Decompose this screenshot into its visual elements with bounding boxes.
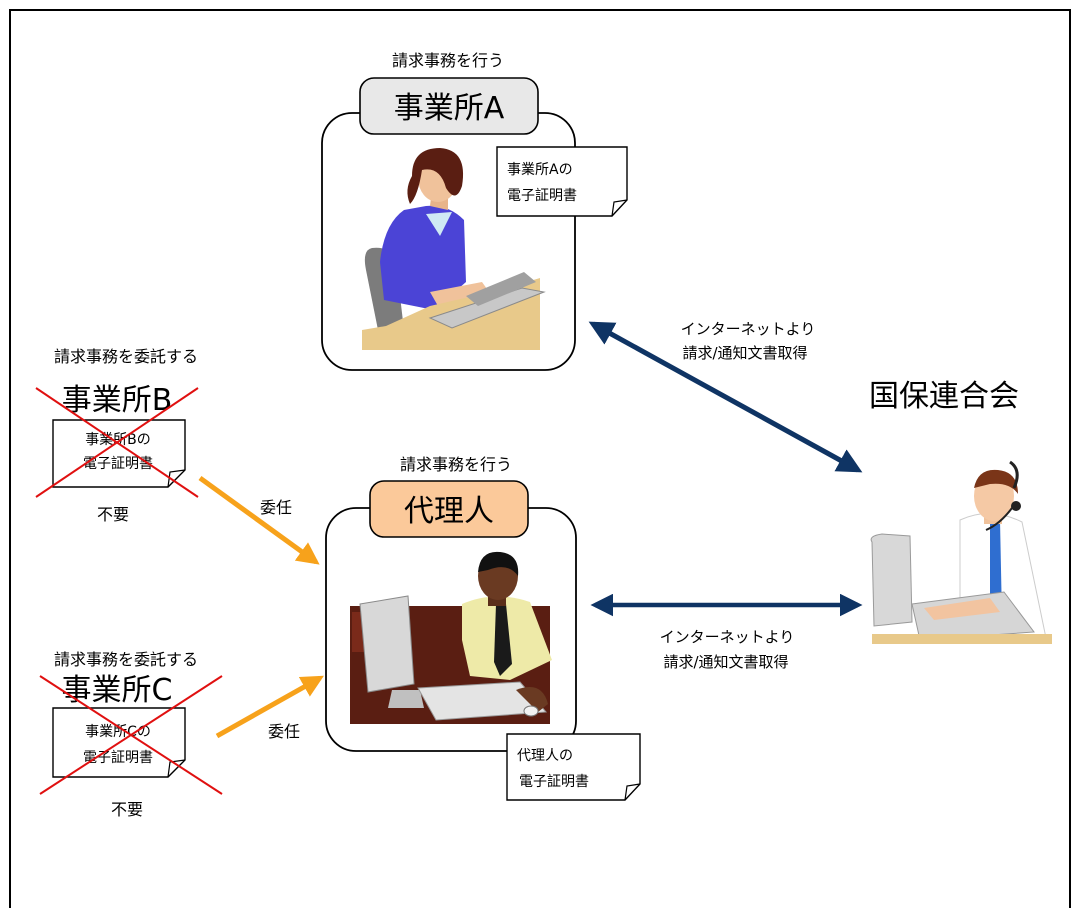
agent-certificate: 代理人の 電子証明書 [506,733,641,801]
office-c-unneeded: 不要 [111,800,143,819]
agent-cert-line1: 代理人の [517,748,573,764]
helpdesk-operator-icon [870,460,1052,644]
office-b-cert-line2: 電子証明書 [83,456,153,472]
delegate-b-arrow [198,475,320,565]
woman-operator-icon [362,148,546,350]
office-c-role: 請求事務を委託する [54,650,198,669]
outer-frame [9,9,1071,908]
agent-role: 請求事務を行う [400,455,512,474]
office-a-name: 事業所A [394,91,505,126]
office-b-name: 事業所B [62,383,173,418]
office-c-cert-line2: 電子証明書 [83,750,153,766]
office-a-cert-line1: 事業所Aの [507,162,573,178]
office-a-link-line2: 請求/通知文書取得 [682,344,807,362]
man-operator-icon [350,551,552,724]
office-a-certificate: 事業所Aの 電子証明書 [496,146,628,217]
office-a-link-line1: インターネットより [681,320,816,338]
delegate-c-arrow [215,675,324,739]
office-a-cert-line2: 電子証明書 [507,188,577,204]
office-b-cert-line1: 事業所Bの [85,432,151,448]
office-a-internet-arrow [588,321,863,473]
office-a-label-box [359,77,539,135]
office-c-cert-line1: 事業所Cの [85,724,151,740]
office-c-name: 事業所C [62,673,173,708]
agent-cert-line2: 電子証明書 [519,774,589,790]
office-b-unneeded: 不要 [97,505,129,524]
agent-link-line2: 請求/通知文書取得 [663,653,788,671]
delegate-c-label: 委任 [268,722,300,741]
office-b-certificate: 事業所Bの 電子証明書 [52,419,186,488]
agent-link-line1: インターネットより [660,628,795,646]
agent-name: 代理人 [404,494,494,529]
agent-label-box [369,480,529,538]
office-c-cross [39,675,223,795]
office-b-role: 請求事務を委託する [54,347,198,366]
office-a-role: 請求事務を行う [392,51,504,70]
delegate-b-label: 委任 [260,498,292,517]
office-b-cross [35,387,199,498]
federation-name: 国保連合会 [869,379,1019,414]
